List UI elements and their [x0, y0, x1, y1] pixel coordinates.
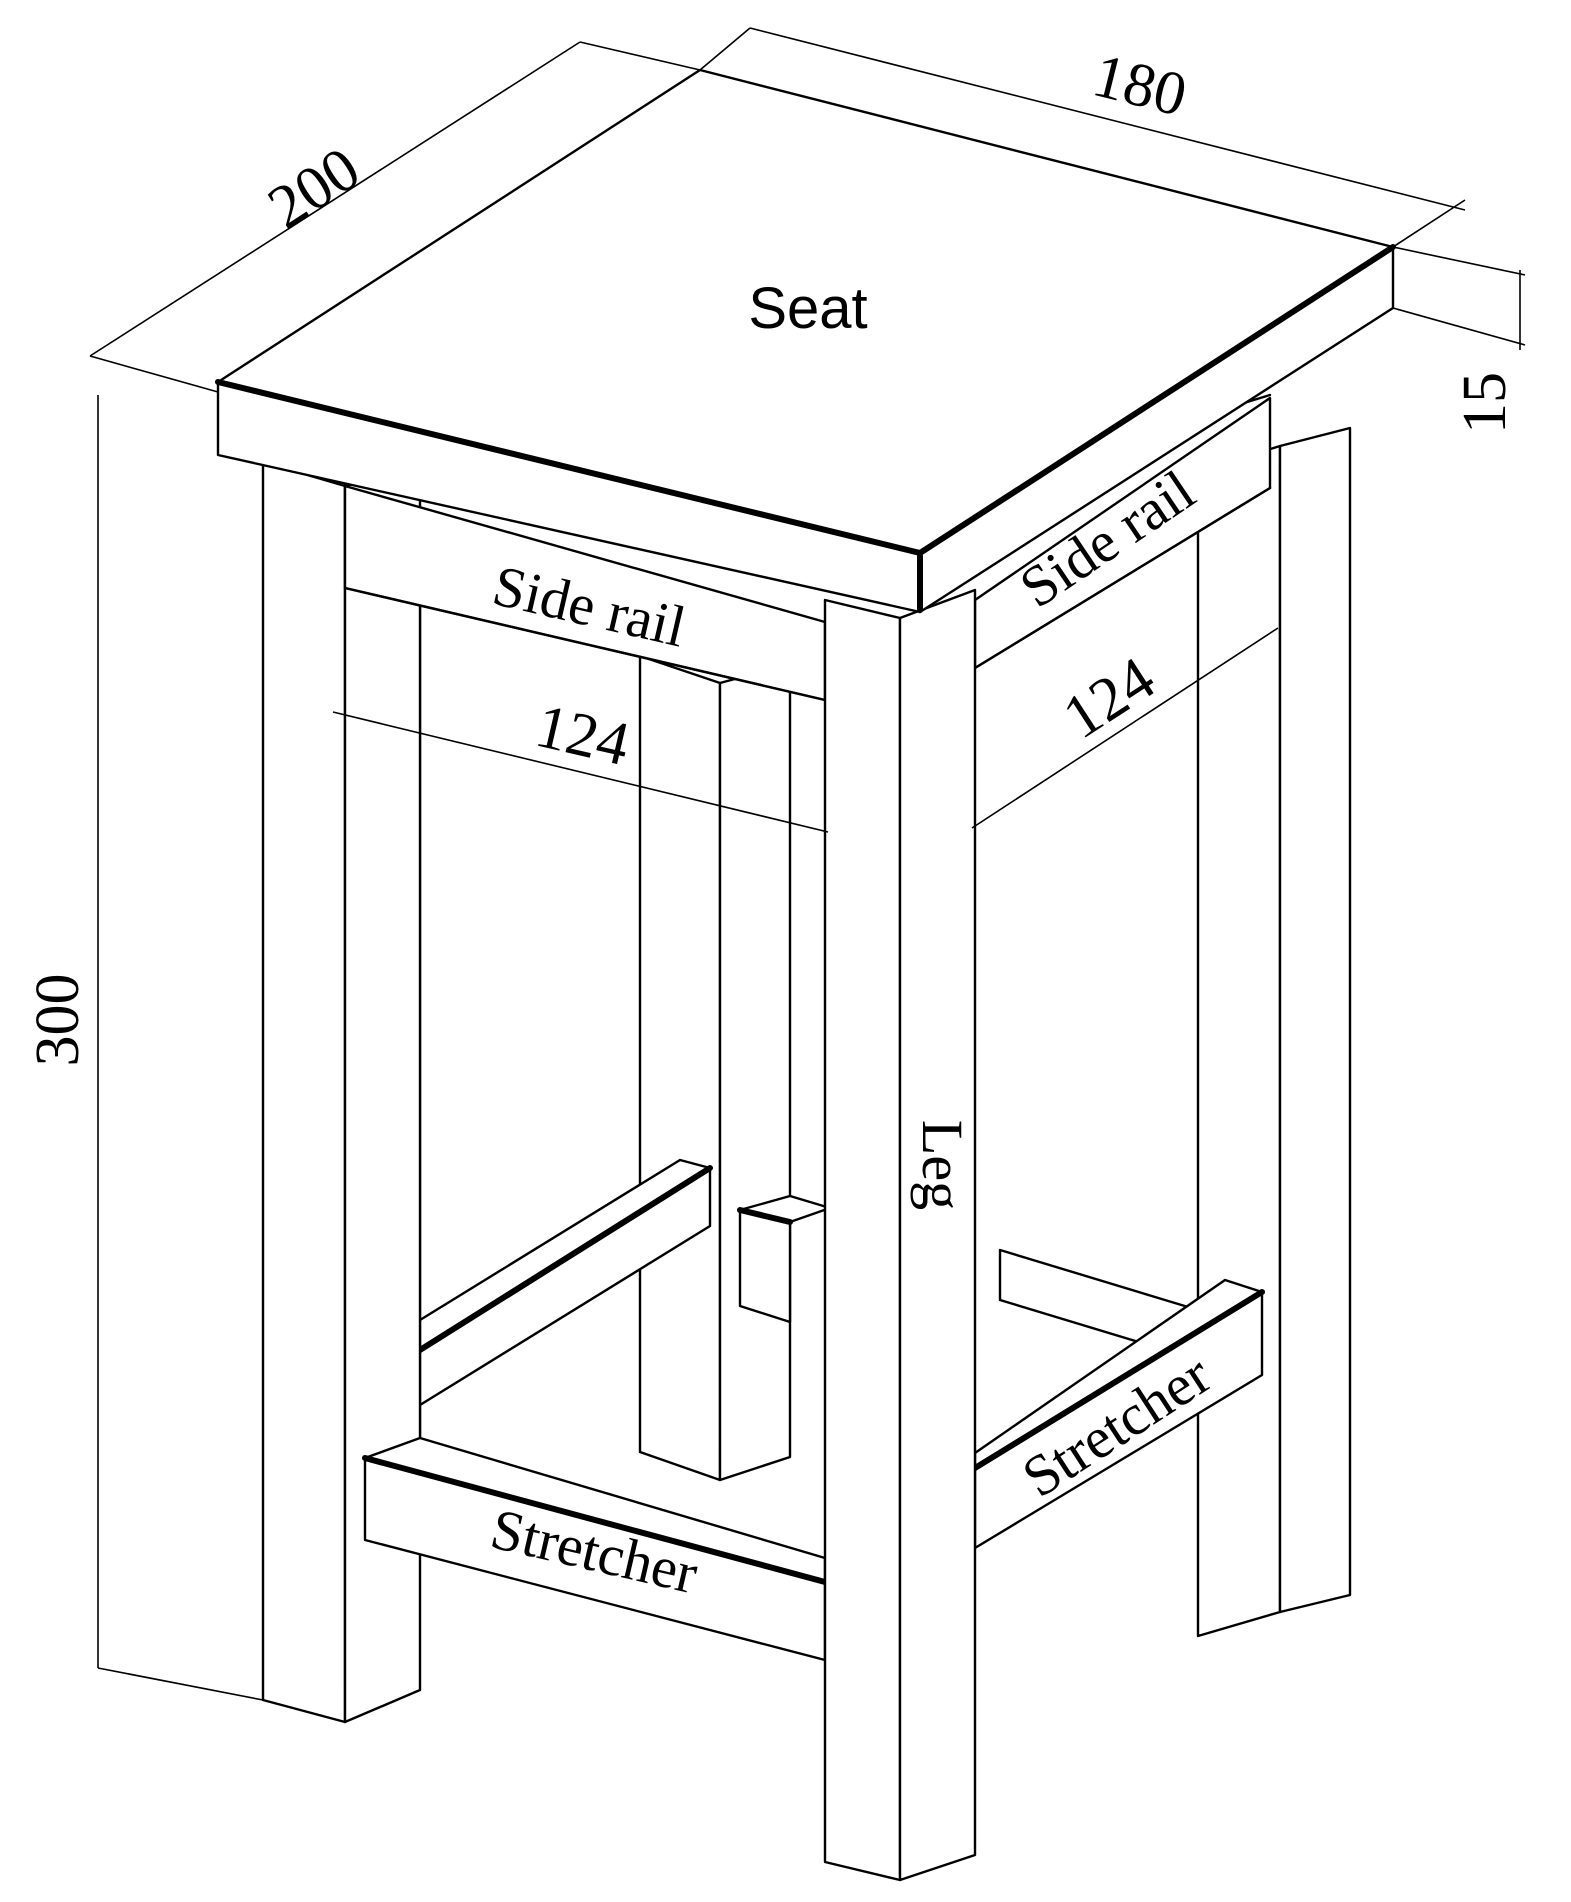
back-leg [638, 654, 792, 1482]
dimension-inner-right: 124 [1052, 644, 1167, 752]
front-corner-leg [823, 588, 977, 1882]
dimension-lines [89, 27, 1526, 1701]
dimension-width: 180 [1086, 41, 1193, 129]
dimension-seat-thickness: 15 [1451, 372, 1519, 434]
dimension-inner-front: 124 [530, 692, 636, 779]
leg-label: Leg [910, 1120, 975, 1210]
right-stretcher [972, 1278, 1265, 1550]
seat-label: Seat [748, 276, 867, 341]
seat [215, 68, 1396, 614]
right-back-leg [1196, 426, 1352, 1638]
front-stretcher [362, 1436, 828, 1662]
left-front-leg [261, 460, 422, 1724]
dimension-depth: 200 [257, 134, 372, 242]
dimension-height: 300 [24, 974, 92, 1067]
back-stretchers [417, 1158, 1200, 1407]
